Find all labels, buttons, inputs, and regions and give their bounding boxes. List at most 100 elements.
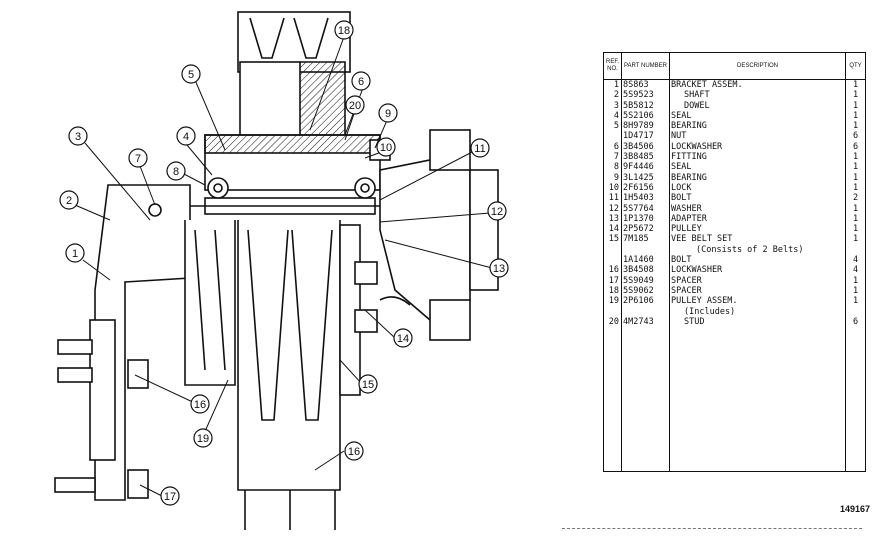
table-filler-row	[603, 327, 866, 472]
callout-7: 7	[128, 148, 148, 168]
description-cell: SHAFT	[669, 90, 846, 101]
table-row: (Includes)	[603, 306, 866, 317]
description-cell: LOCKWASHER	[669, 265, 846, 276]
callout-8: 8	[166, 161, 186, 181]
part-number-cell: 3L1425	[621, 172, 670, 183]
callout-1: 1	[65, 243, 85, 263]
empty-cell	[669, 327, 846, 472]
ref-cell: 16	[603, 265, 622, 276]
callout-4: 4	[176, 126, 196, 146]
ref-cell: 2	[603, 90, 622, 101]
part-number-cell: 2P5672	[621, 224, 670, 235]
callout-label: 4	[183, 131, 189, 143]
qty-cell: 1	[852, 110, 859, 121]
part-number-cell: 2F6156	[621, 182, 670, 194]
part-number-cell: 8H9789	[621, 121, 670, 132]
qty-cell: 4	[852, 255, 859, 266]
callout-circle	[65, 243, 85, 263]
callout-circle	[193, 428, 213, 448]
callout-circle	[181, 64, 201, 84]
description-cell: VEE BELT SET	[669, 234, 846, 245]
description-cell: BOLT	[669, 193, 846, 204]
part-number-cell: 5S9062	[621, 285, 670, 297]
part-number-cell	[621, 244, 670, 256]
callout-label: 19	[197, 433, 209, 445]
part-number-cell: 1P1370	[621, 213, 670, 225]
qty-cell: 1	[852, 172, 859, 183]
qty-cell: 6	[852, 316, 859, 327]
callout-17: 17	[160, 486, 180, 506]
callout-13: 13	[489, 258, 509, 278]
ref-cell: 7	[603, 152, 622, 163]
part-number-cell: 4M2743	[621, 316, 670, 328]
qty-cell: 1	[852, 224, 859, 235]
description-cell: BEARING	[669, 121, 846, 132]
callout-14: 14	[393, 328, 413, 348]
figure-number: 149167	[840, 504, 871, 514]
description-cell: PULLEY ASSEM.	[669, 296, 846, 307]
callout-label: 1	[72, 248, 78, 260]
callout-label: 8	[173, 166, 179, 178]
callout-circle	[345, 95, 365, 115]
table-header-row: REF. NO. PART NUMBER DESCRIPTION QTY	[603, 52, 866, 80]
qty-cell: 1	[852, 182, 859, 193]
callout-label: 6	[358, 76, 364, 88]
part-number-header: PART NUMBER	[621, 52, 670, 80]
qty-cell: 6	[852, 131, 859, 142]
callout-2: 2	[59, 190, 79, 210]
qty-cell: 1	[852, 121, 859, 132]
callout-label: 18	[338, 25, 350, 37]
callout-20: 20	[345, 95, 365, 115]
part-number-cell: 1H5403	[621, 193, 670, 204]
ref-cell: 4	[603, 110, 622, 122]
description-cell: WASHER	[669, 203, 846, 214]
description-cell: FITTING	[669, 152, 846, 163]
part-number-cell: 1A1460	[621, 255, 670, 266]
lower-pulley-shape	[184, 220, 361, 530]
callout-circle	[489, 258, 509, 278]
callout-12: 12	[487, 201, 507, 221]
part-number-cell: 5B5812	[621, 100, 670, 111]
part-number-cell: 2P6106	[621, 296, 670, 307]
description-cell: SEAL	[669, 162, 846, 173]
ref-cell: 13	[603, 213, 622, 225]
empty-cell	[621, 327, 670, 472]
callout-label: 11	[474, 143, 485, 155]
part-number-cell: 3B4506	[621, 141, 670, 153]
callout-6: 6	[351, 71, 371, 91]
callout-circle	[166, 161, 186, 181]
part-number-cell: 5S9049	[621, 275, 670, 286]
bottom-rule	[562, 528, 862, 529]
qty-cell: 1	[852, 213, 859, 224]
qty-cell: 1	[852, 90, 859, 101]
ref-cell: 12	[603, 203, 622, 214]
qty-cell: 1	[852, 80, 859, 90]
callout-9: 9	[378, 103, 398, 123]
ref-cell: 6	[603, 141, 622, 153]
bracket-shape	[54, 184, 191, 501]
description-cell: BEARING	[669, 172, 846, 183]
qty-cell: 6	[852, 141, 859, 152]
qty-cell: 1	[852, 296, 859, 307]
description-cell: SEAL	[669, 110, 846, 122]
callout-label: 3	[75, 131, 81, 143]
ref-cell: 5	[603, 121, 622, 132]
ref-cell: 17	[603, 275, 622, 286]
